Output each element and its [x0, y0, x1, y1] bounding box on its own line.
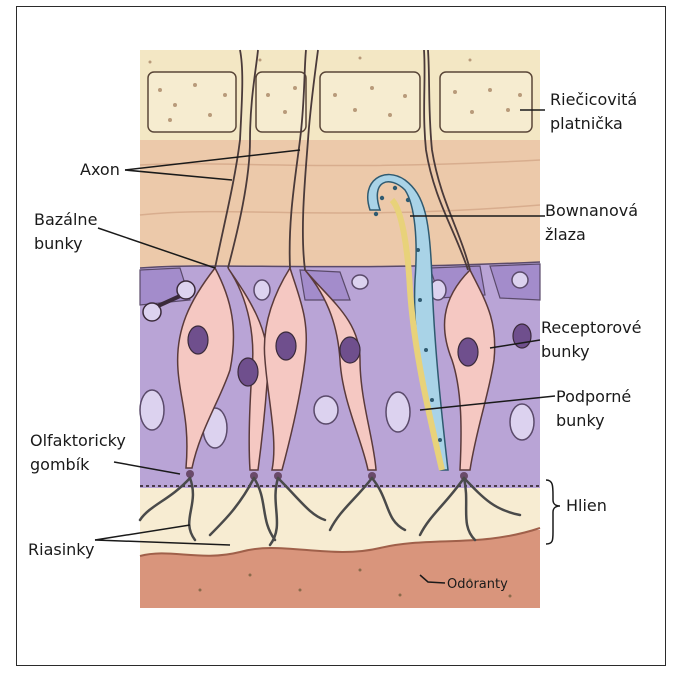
- label-cribriform-plate-line2: platnička: [550, 114, 623, 134]
- label-cilia: Riasinky: [28, 540, 94, 560]
- label-supporting-cells-line2: bunky: [556, 411, 605, 431]
- label-olfactory-knob-line2: gombík: [30, 455, 89, 475]
- label-receptor-cells-line1: Receptorové: [541, 318, 641, 338]
- label-basal-cells-line2: bunky: [34, 234, 83, 254]
- label-basal-cells-line1: Bazálne: [34, 210, 97, 230]
- label-mucus: Hlien: [566, 496, 607, 516]
- label-cribriform-plate-line1: Riečicovitá: [550, 90, 637, 110]
- label-supporting-cells-line1: Podporné: [556, 387, 631, 407]
- mucus-bracket: [546, 480, 560, 544]
- label-olfactory-knob-line1: Olfaktoricky: [30, 431, 126, 451]
- label-odorants: Odoranty: [447, 575, 508, 595]
- lamina-propria: [140, 138, 540, 268]
- label-receptor-cells-line2: bunky: [541, 342, 590, 362]
- label-bowmans-gland-line1: Bownanová: [545, 201, 638, 221]
- label-axon: Axon: [80, 160, 120, 180]
- label-bowmans-gland-line2: žlaza: [545, 225, 586, 245]
